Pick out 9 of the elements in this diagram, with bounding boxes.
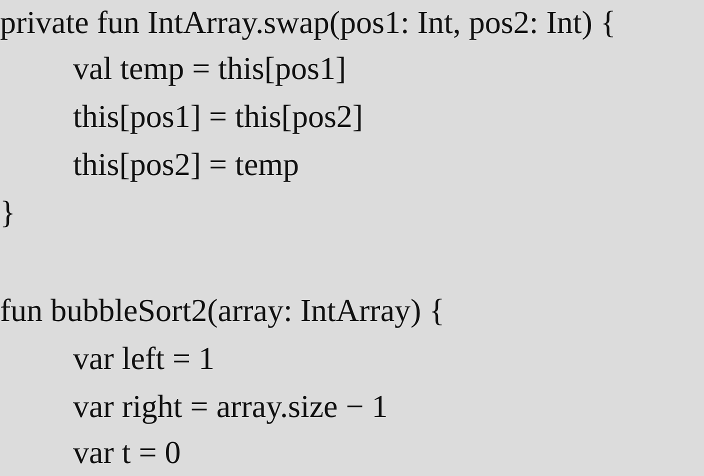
code-line: } xyxy=(0,193,16,232)
code-line: this[pos2] = temp xyxy=(73,145,300,184)
code-line: var left = 1 xyxy=(73,339,215,378)
code-line: private fun IntArray.swap(pos1: Int, pos2: Int) { xyxy=(0,3,616,42)
code-line: fun bubbleSort2(array: IntArray) { xyxy=(0,291,445,330)
code-line: val temp = this[pos1] xyxy=(73,49,346,88)
code-line: this[pos1] = this[pos2] xyxy=(73,97,364,136)
code-line: var right = array.size − 1 xyxy=(73,387,388,426)
code-line: var t = 0 xyxy=(73,433,181,472)
